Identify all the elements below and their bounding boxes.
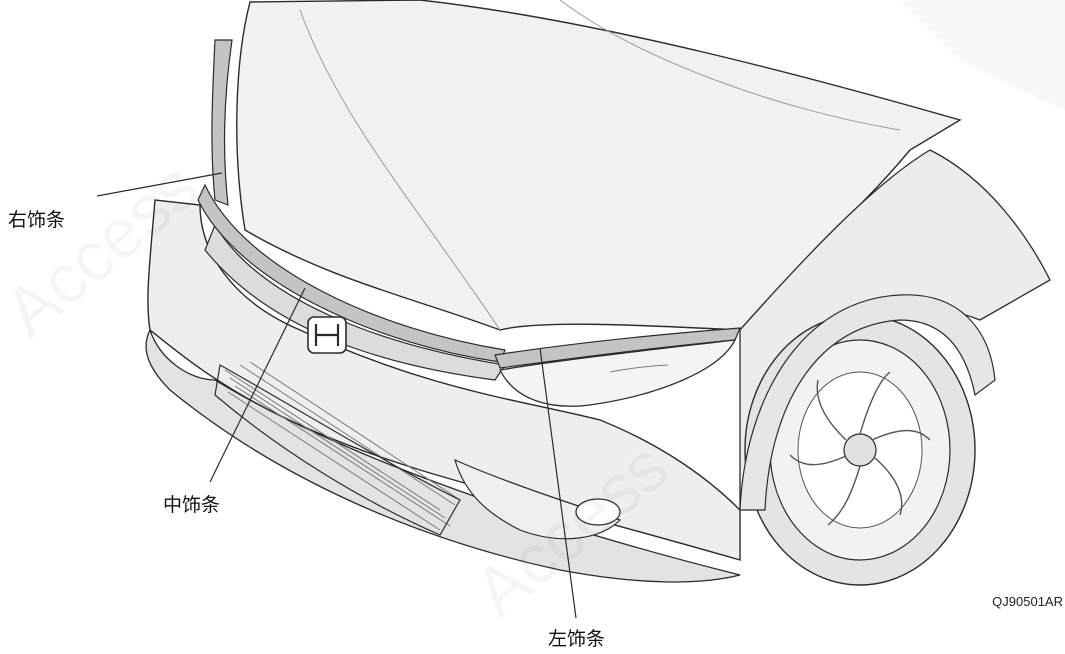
figure-code: QJ90501AR	[992, 594, 1063, 609]
grille-outline	[214, 364, 461, 536]
front-wheel	[744, 314, 976, 586]
left-trim-label: 左饰条	[548, 628, 606, 650]
front-bumper	[147, 199, 741, 561]
hood	[236, 0, 962, 331]
hood-crease	[299, 9, 501, 331]
leader-right-trim	[96, 172, 223, 197]
lower-grille	[224, 361, 461, 531]
right-trim	[211, 39, 233, 206]
leader-left-trim	[539, 347, 577, 619]
wheel-arch	[739, 294, 996, 511]
headlight-inner	[609, 364, 669, 373]
hood-crease-2	[559, 0, 901, 131]
leader-center-trim	[209, 287, 306, 483]
upper-grille	[204, 223, 507, 381]
honda-emblem	[307, 316, 347, 354]
center-trim-label: 中饰条	[163, 494, 221, 516]
windshield-edge	[900, 0, 1065, 110]
callout-lines	[96, 172, 577, 619]
lower-splitter	[145, 328, 741, 583]
right-trim-label: 右饰条	[8, 209, 66, 231]
fog-lamp	[575, 498, 621, 526]
